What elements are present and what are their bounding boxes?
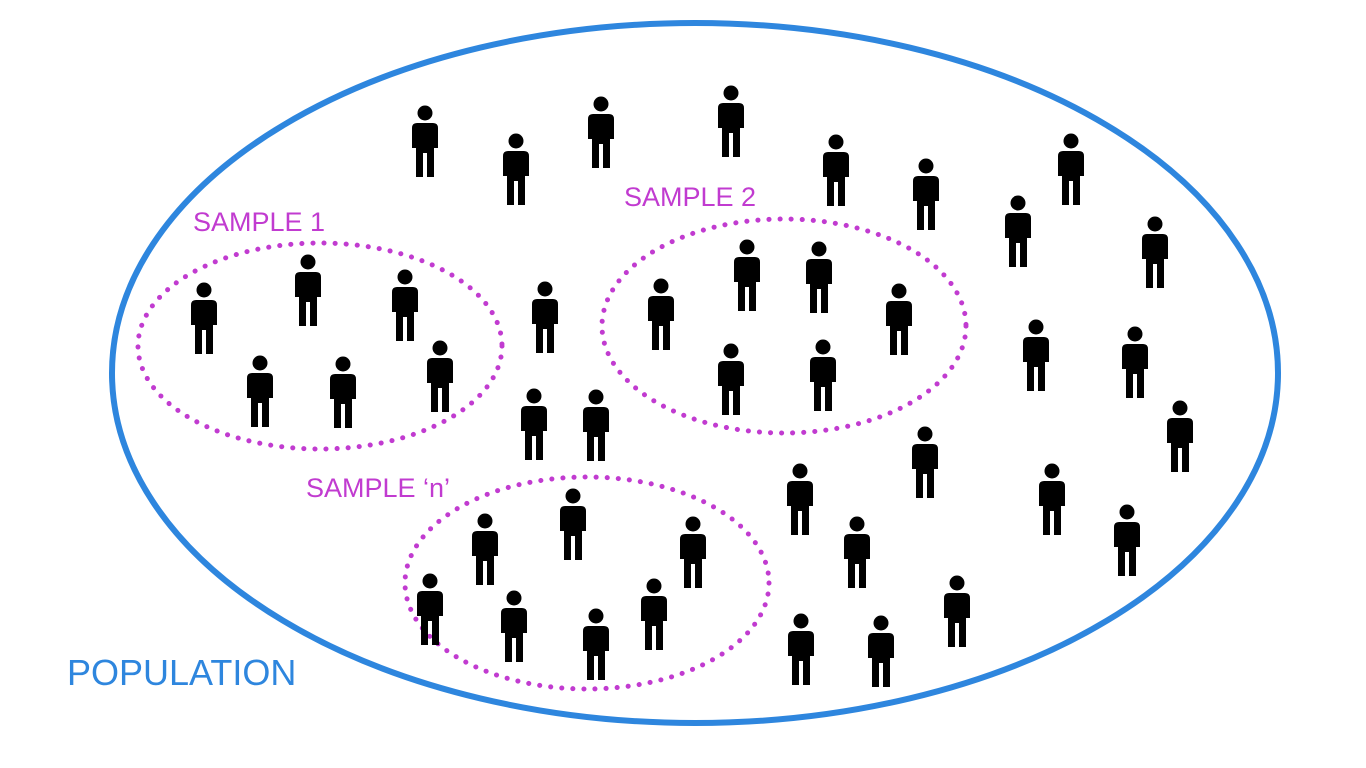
sample-n-member-icon	[472, 513, 498, 585]
person-icon	[412, 105, 438, 177]
person-icon	[583, 389, 609, 461]
sample-1-boundary	[135, 240, 505, 452]
sample-n-label: SAMPLE ‘n’	[306, 473, 450, 503]
person-icon	[1058, 133, 1084, 205]
sample-2-member-icon	[810, 339, 836, 411]
sample-1-member-icon	[392, 269, 418, 341]
sample-1-member-icon	[191, 282, 217, 354]
person-icon	[532, 281, 558, 353]
sample-2-member-icon	[718, 343, 744, 415]
sample-2-member-icon	[648, 278, 674, 350]
person-icon	[787, 463, 813, 535]
person-icon	[1023, 319, 1049, 391]
person-icon	[1122, 326, 1148, 398]
sample-1-member-icon	[295, 254, 321, 326]
person-icon	[1142, 216, 1168, 288]
sample-n-member-icon	[641, 578, 667, 650]
sample-n-boundary	[402, 474, 772, 692]
person-icon	[588, 96, 614, 168]
person-icon	[718, 85, 744, 157]
sample-n-member-icon	[560, 488, 586, 560]
person-icon	[944, 575, 970, 647]
person-icon	[788, 613, 814, 685]
person-icon	[912, 426, 938, 498]
person-icon	[1167, 400, 1193, 472]
sample-1-member-icon	[330, 356, 356, 428]
sample-n-member-icon	[680, 516, 706, 588]
person-icon	[1039, 463, 1065, 535]
sample-2-boundary	[599, 216, 969, 436]
person-icon	[844, 516, 870, 588]
sample-1-label: SAMPLE 1	[193, 207, 325, 237]
person-icon	[1005, 195, 1031, 267]
sample-1-member-icon	[427, 340, 453, 412]
people-layer	[191, 85, 1193, 687]
sample-2-label: SAMPLE 2	[624, 182, 756, 212]
sample-2-member-icon	[886, 283, 912, 355]
person-icon	[1114, 504, 1140, 576]
person-icon	[868, 615, 894, 687]
person-icon	[913, 158, 939, 230]
person-icon	[503, 133, 529, 205]
population-boundary	[109, 20, 1281, 726]
person-icon	[521, 388, 547, 460]
sample-n-member-icon	[583, 608, 609, 680]
sample-n-member-icon	[501, 590, 527, 662]
population-label: POPULATION	[67, 652, 296, 693]
person-icon	[823, 134, 849, 206]
sample-2-member-icon	[806, 241, 832, 313]
sample-1-member-icon	[247, 355, 273, 427]
sample-2-member-icon	[734, 239, 760, 311]
